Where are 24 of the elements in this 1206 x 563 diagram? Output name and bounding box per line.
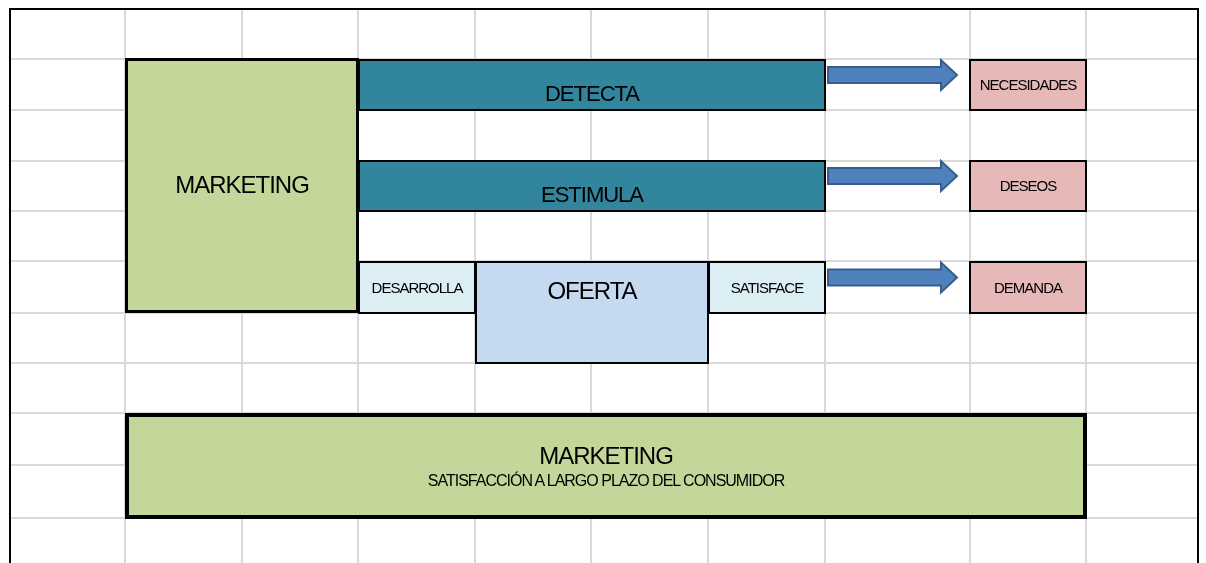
node-title: MARKETING <box>539 442 673 471</box>
process-box <box>358 160 826 212</box>
node-subtitle: SATISFACCIÓN A LARGO PLAZO DEL CONSUMIDOR <box>427 470 785 490</box>
process-box <box>708 261 826 314</box>
block-arrow <box>827 57 959 93</box>
process-box <box>969 59 1087 111</box>
node-label: ESTIMULA <box>541 181 643 208</box>
node-label: SATISFACE <box>730 278 804 297</box>
node-label: MARKETING <box>175 171 309 200</box>
node-label: NECESIDADES <box>979 76 1077 94</box>
block-arrow <box>827 260 959 295</box>
process-box <box>358 59 826 111</box>
node-label: DEMANDA <box>994 278 1062 297</box>
process-box <box>125 413 1087 519</box>
process-box <box>969 261 1087 314</box>
process-box <box>969 160 1087 212</box>
process-box <box>125 58 359 313</box>
node-label: OFERTA <box>547 277 637 306</box>
node-label: DETECTA <box>544 80 639 107</box>
node-label: DESEOS <box>999 177 1057 195</box>
block-arrow <box>827 158 959 194</box>
process-box <box>358 261 476 314</box>
process-box <box>475 261 709 364</box>
node-label: DESARROLLA <box>371 278 463 297</box>
